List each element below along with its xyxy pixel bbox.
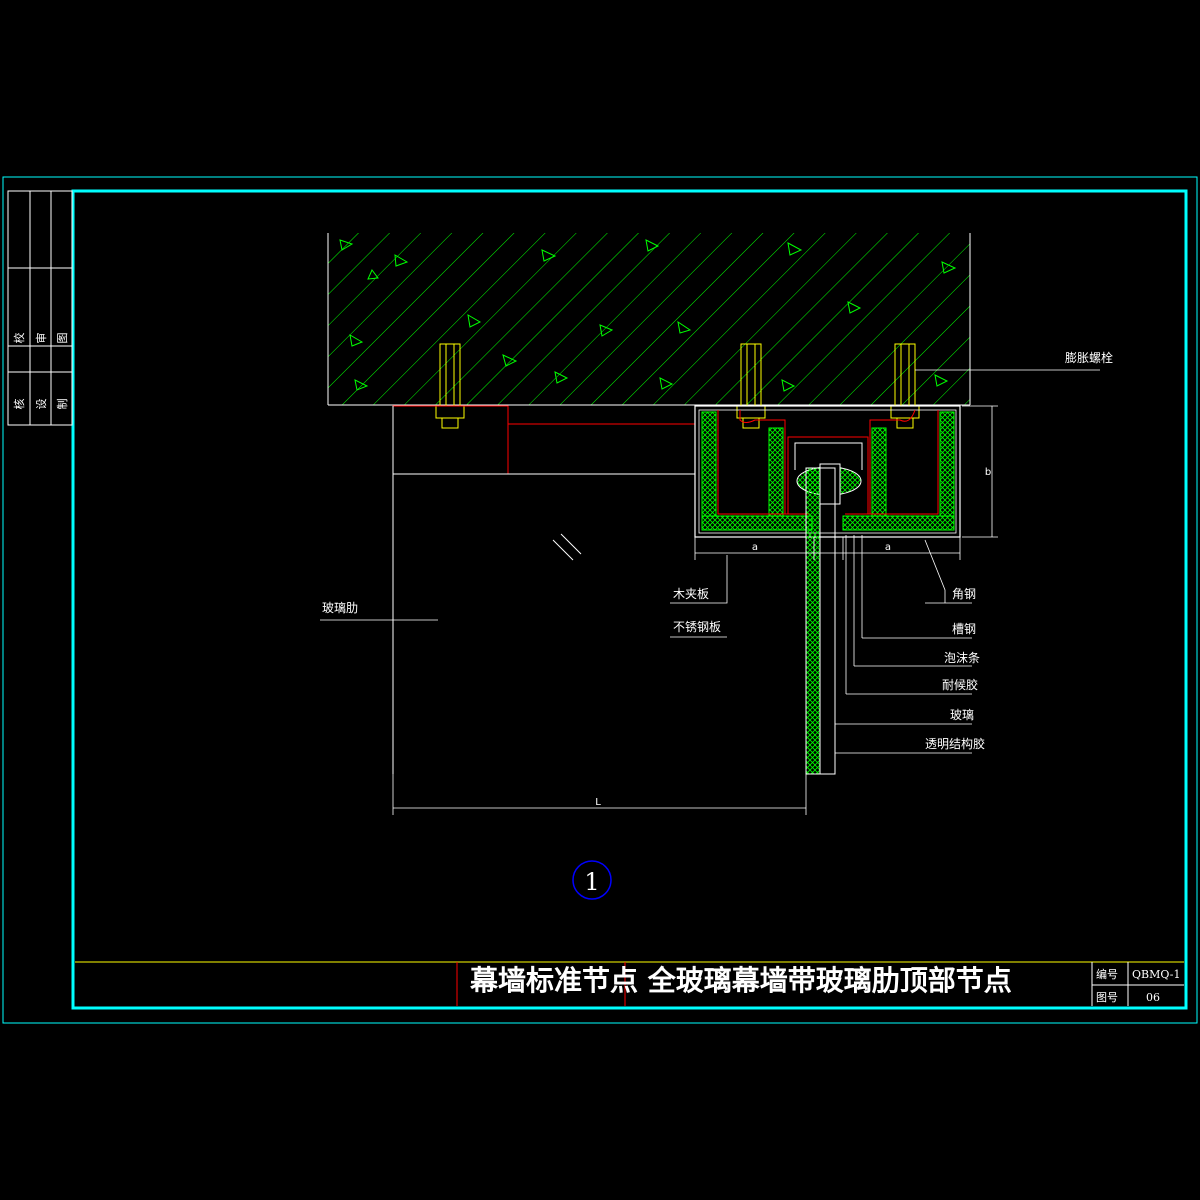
side-label-3: 校 [12,333,26,344]
dim-a-left: a [752,542,758,553]
side-label-4: 制 [56,399,69,410]
number-label: 图号 [1096,991,1118,1004]
label-expansion-bolt: 膨胀螺栓 [1065,350,1113,365]
detail-marker [572,860,612,900]
side-strip: 图 审 校 制 设 核 [7,190,73,426]
glass-panel [805,467,836,775]
label-weather-sealant: 耐候胶 [942,677,978,692]
bolt-left [435,343,465,429]
dim-b: b [985,467,991,478]
detail-number: 1 [584,868,599,896]
sheet-title: 幕墙标准节点 全玻璃幕墙带玻璃肋顶部节点 [469,964,1012,997]
label-wood-clamp: 木夹板 [673,587,709,601]
dim-a-right: a [885,542,891,553]
label-foam-strip: 泡沫条 [944,651,980,665]
label-glass: 玻璃 [950,708,974,722]
leaders [320,369,1100,774]
rib-steel-connector [392,405,695,475]
code-value: QBMQ-1 [1132,968,1181,981]
side-label-5: 设 [35,399,48,410]
label-channel-steel: 槽钢 [952,622,976,636]
concrete-slab [327,233,971,406]
channel-steel [694,405,961,538]
dimensions [392,405,998,815]
number-value: 06 [1146,991,1160,1004]
code-label: 编号 [1096,967,1118,981]
label-glass-rib: 玻璃肋 [322,600,358,615]
label-stainless-plate: 不锈钢板 [673,620,721,634]
outer-frame [2,176,1198,1024]
inner-frame [71,189,1188,1010]
side-label-1: 图 [56,333,69,344]
title-block: 编号 QBMQ-1 图号 06 幕墙标准节点 全玻璃幕墙带玻璃肋顶部节点 [75,961,1184,1006]
side-label-6: 核 [12,399,26,410]
side-label-2: 审 [34,333,48,344]
dim-L: L [595,797,601,808]
label-angle-steel: 角钢 [952,587,976,601]
label-structural-sealant: 透明结构胶 [925,736,985,751]
glass-rib [392,406,695,774]
